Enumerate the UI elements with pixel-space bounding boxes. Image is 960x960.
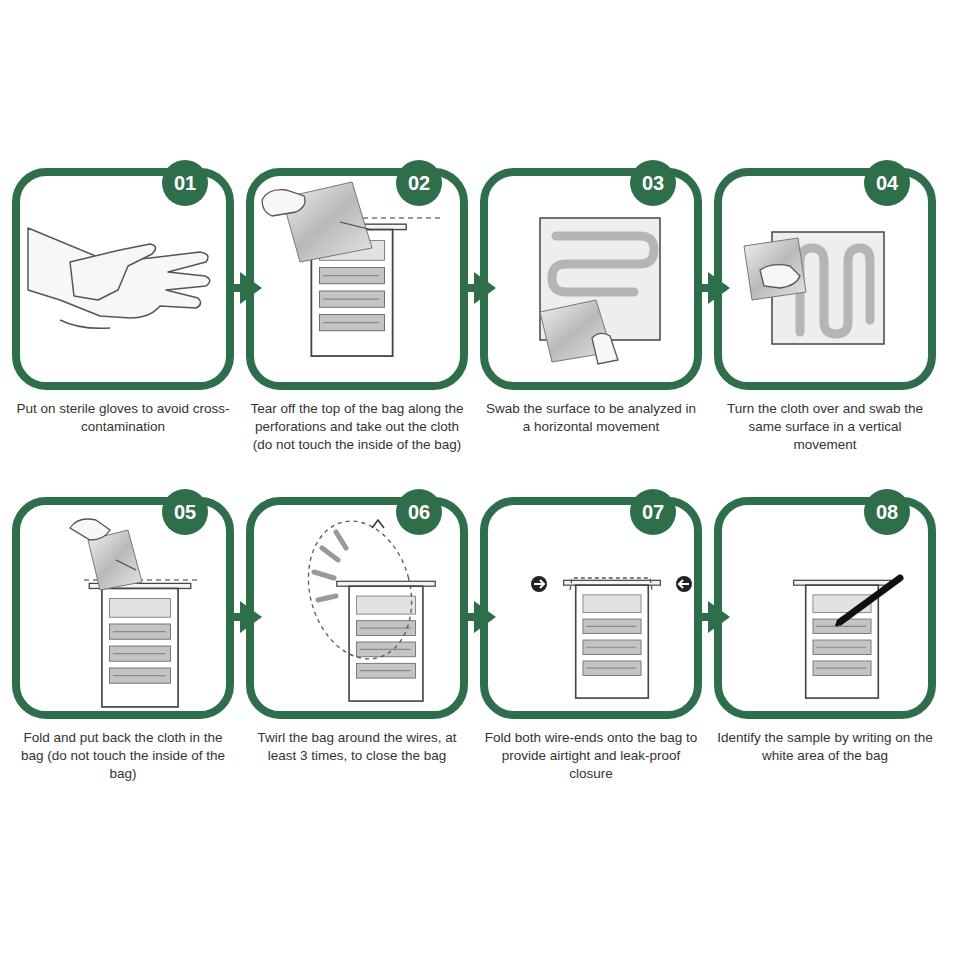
step-number: 02 xyxy=(408,172,430,195)
step-number: 08 xyxy=(876,501,898,524)
step-number-badge: 01 xyxy=(162,160,208,206)
step-frame: Twirl the bag around the wires, at least… xyxy=(246,497,468,719)
step-number-badge: 02 xyxy=(396,160,442,206)
step-caption: Identify the sample by writing on the wh… xyxy=(716,729,934,765)
step-frame: Put on sterile gloves to avoid cross-con… xyxy=(12,168,234,390)
step-caption: Swab the surface to be analyzed in a hor… xyxy=(482,400,700,436)
step-number-badge: 04 xyxy=(864,160,910,206)
step-frame: Tear off the top of the bag along the pe… xyxy=(246,168,468,390)
step-frame: Turn the cloth over and swab the same su… xyxy=(714,168,936,390)
step-caption: Fold both wire-ends onto the bag to prov… xyxy=(482,729,700,782)
step-frame: Swab the surface to be analyzed in a hor… xyxy=(480,168,702,390)
step-number: 05 xyxy=(174,501,196,524)
step-number-badge: 07 xyxy=(630,489,676,535)
step-number-badge: 08 xyxy=(864,489,910,535)
step-number: 01 xyxy=(174,172,196,195)
step-number-badge: 03 xyxy=(630,160,676,206)
step-caption: Put on sterile gloves to avoid cross-con… xyxy=(14,400,232,436)
step-number: 06 xyxy=(408,501,430,524)
step-frame: Fold both wire-ends onto the bag to prov… xyxy=(480,497,702,719)
step-number: 07 xyxy=(642,501,664,524)
step-caption: Fold and put back the cloth in the bag (… xyxy=(14,729,232,782)
step-number-badge: 05 xyxy=(162,489,208,535)
step-number-badge: 06 xyxy=(396,489,442,535)
step-caption: Twirl the bag around the wires, at least… xyxy=(248,729,466,765)
step-number: 03 xyxy=(642,172,664,195)
step-frame: Fold and put back the cloth in the bag (… xyxy=(12,497,234,719)
step-caption: Turn the cloth over and swab the same su… xyxy=(716,400,934,453)
step-caption: Tear off the top of the bag along the pe… xyxy=(248,400,466,453)
step-number: 04 xyxy=(876,172,898,195)
step-frame: Identify the sample by writing on the wh… xyxy=(714,497,936,719)
